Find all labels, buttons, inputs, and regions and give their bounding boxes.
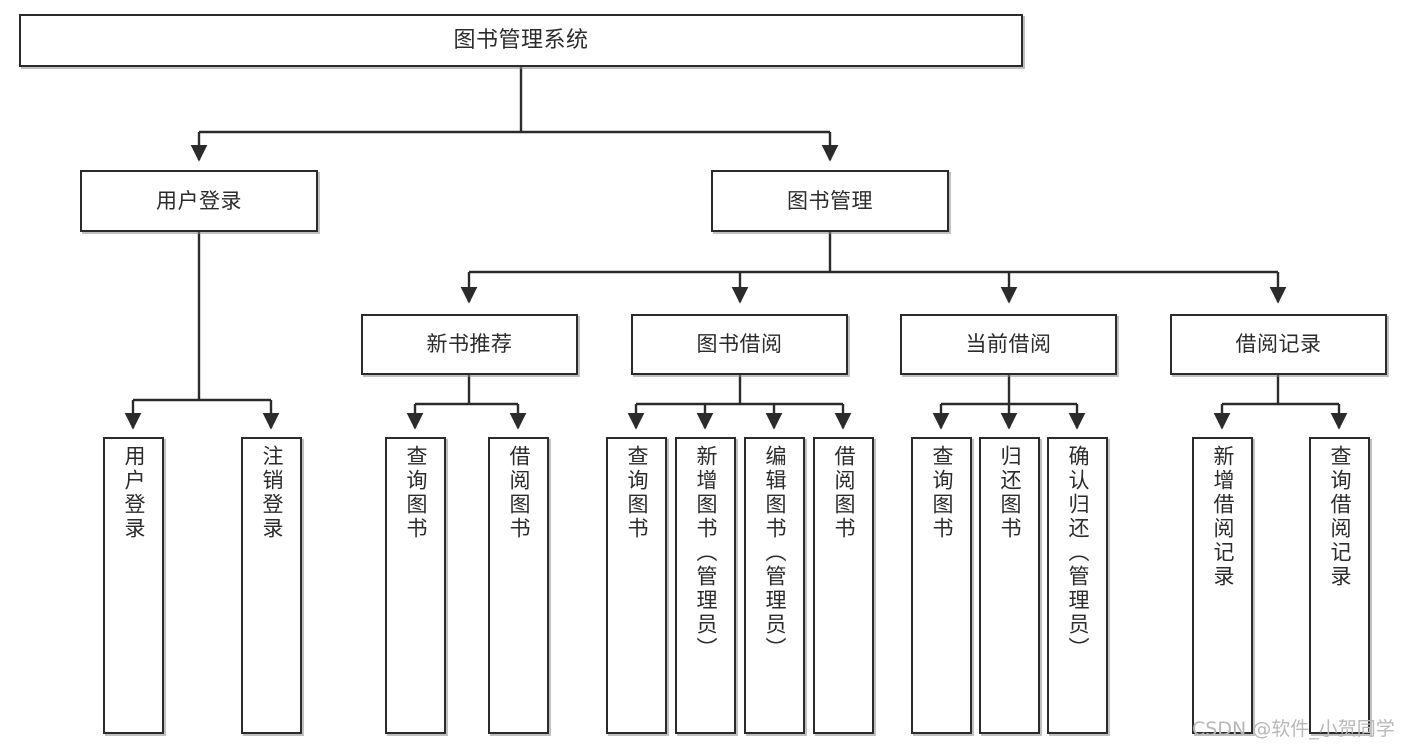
node-label: 借阅记录 <box>1235 332 1322 357</box>
csdn-watermark: CSDN @软件_小贺同学 <box>1192 718 1395 740</box>
leaf-query-book-recommend[interactable]: 查询图书 <box>385 437 446 734</box>
node-label: 确认归还（管理员） <box>1066 445 1090 661</box>
node-label: 查询借阅记录 <box>1328 445 1352 589</box>
node-book-borrow[interactable]: 图书借阅 <box>631 314 848 375</box>
leaf-edit-book-admin[interactable]: 编辑图书（管理员） <box>744 437 805 734</box>
node-current-borrow[interactable]: 当前借阅 <box>900 314 1117 375</box>
node-label: 借阅图书 <box>832 445 856 541</box>
leaf-add-borrow-record[interactable]: 新增借阅记录 <box>1192 437 1253 734</box>
leaf-add-book-admin[interactable]: 新增图书（管理员） <box>675 437 736 734</box>
leaf-query-book-current[interactable]: 查询图书 <box>911 437 972 734</box>
leaf-query-borrow-record[interactable]: 查询借阅记录 <box>1309 437 1370 734</box>
node-label: 用户登录 <box>122 445 146 541</box>
leaf-user-login[interactable]: 用户登录 <box>103 437 164 734</box>
node-label: 新增图书（管理员） <box>694 445 718 661</box>
node-root-system[interactable]: 图书管理系统 <box>19 14 1023 67</box>
node-label: 新增借阅记录 <box>1211 445 1235 589</box>
node-label: 查询图书 <box>930 445 954 541</box>
node-label: 图书借阅 <box>696 332 783 357</box>
node-label: 新书推荐 <box>426 332 513 357</box>
node-label: 查询图书 <box>404 445 428 541</box>
leaf-user-logout[interactable]: 注销登录 <box>241 437 302 734</box>
node-new-book-recommend[interactable]: 新书推荐 <box>361 314 578 375</box>
node-borrow-record[interactable]: 借阅记录 <box>1170 314 1387 375</box>
leaf-borrow-book-recommend[interactable]: 借阅图书 <box>488 437 549 734</box>
leaf-confirm-return-admin[interactable]: 确认归还（管理员） <box>1047 437 1108 734</box>
node-label: 当前借阅 <box>965 332 1052 357</box>
node-label: 归还图书 <box>998 445 1022 541</box>
leaf-borrow-book[interactable]: 借阅图书 <box>813 437 874 734</box>
leaf-return-book[interactable]: 归还图书 <box>979 437 1040 734</box>
node-label: 编辑图书（管理员） <box>763 445 787 661</box>
leaf-query-book-borrow[interactable]: 查询图书 <box>606 437 667 734</box>
node-user-login[interactable]: 用户登录 <box>80 170 318 232</box>
node-label: 注销登录 <box>260 445 284 541</box>
node-label: 借阅图书 <box>507 445 531 541</box>
node-label: 图书管理系统 <box>453 27 589 53</box>
node-book-management[interactable]: 图书管理 <box>711 170 949 232</box>
node-label: 查询图书 <box>625 445 649 541</box>
node-label: 图书管理 <box>787 188 873 213</box>
node-label: 用户登录 <box>156 188 242 213</box>
